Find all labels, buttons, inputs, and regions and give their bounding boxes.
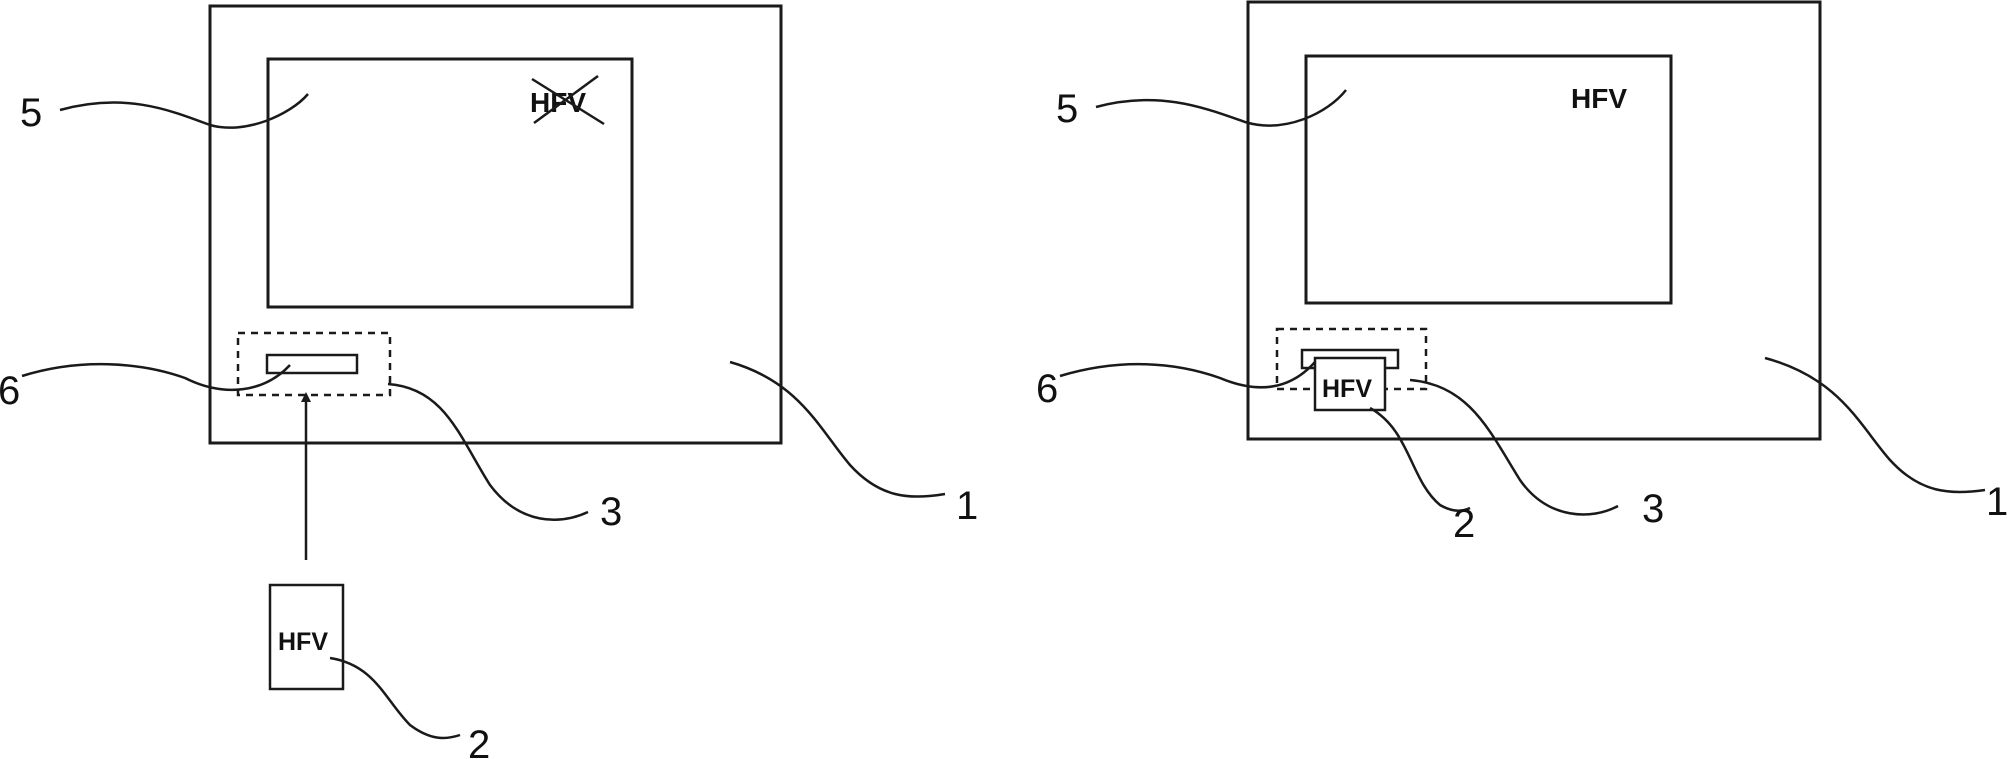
right-leader-device [1765,358,1985,492]
left-device-housing [210,6,781,443]
left-ref-card: 2 [468,723,490,759]
left-leader-device [730,362,945,497]
left-panel: HFV HFV 5 6 3 1 2 [0,6,978,759]
left-leader-slot [22,364,290,390]
right-ref-reader: 3 [1642,487,1664,531]
right-ref-display: 5 [1056,87,1078,131]
right-ref-device: 1 [1986,480,2007,524]
right-leader-card [1370,408,1470,511]
left-card-slot [267,355,357,373]
left-ref-reader: 3 [600,490,622,534]
right-leader-reader [1410,380,1618,514]
left-ref-display: 5 [20,91,42,135]
left-card-label: HFV [278,628,328,656]
right-ref-slot: 6 [1036,367,1058,411]
left-leader-card [330,658,460,738]
right-ref-card: 2 [1453,502,1475,546]
left-leader-reader [388,384,588,520]
left-leader-display [60,94,308,128]
left-ref-device: 1 [956,484,978,528]
right-panel: HFV HFV 5 6 3 1 2 [1036,2,2007,546]
left-ref-slot: 6 [0,369,20,413]
right-screen-label: HFV [1571,83,1627,114]
right-leader-display [1096,90,1346,125]
right-card-label: HFV [1322,375,1372,403]
